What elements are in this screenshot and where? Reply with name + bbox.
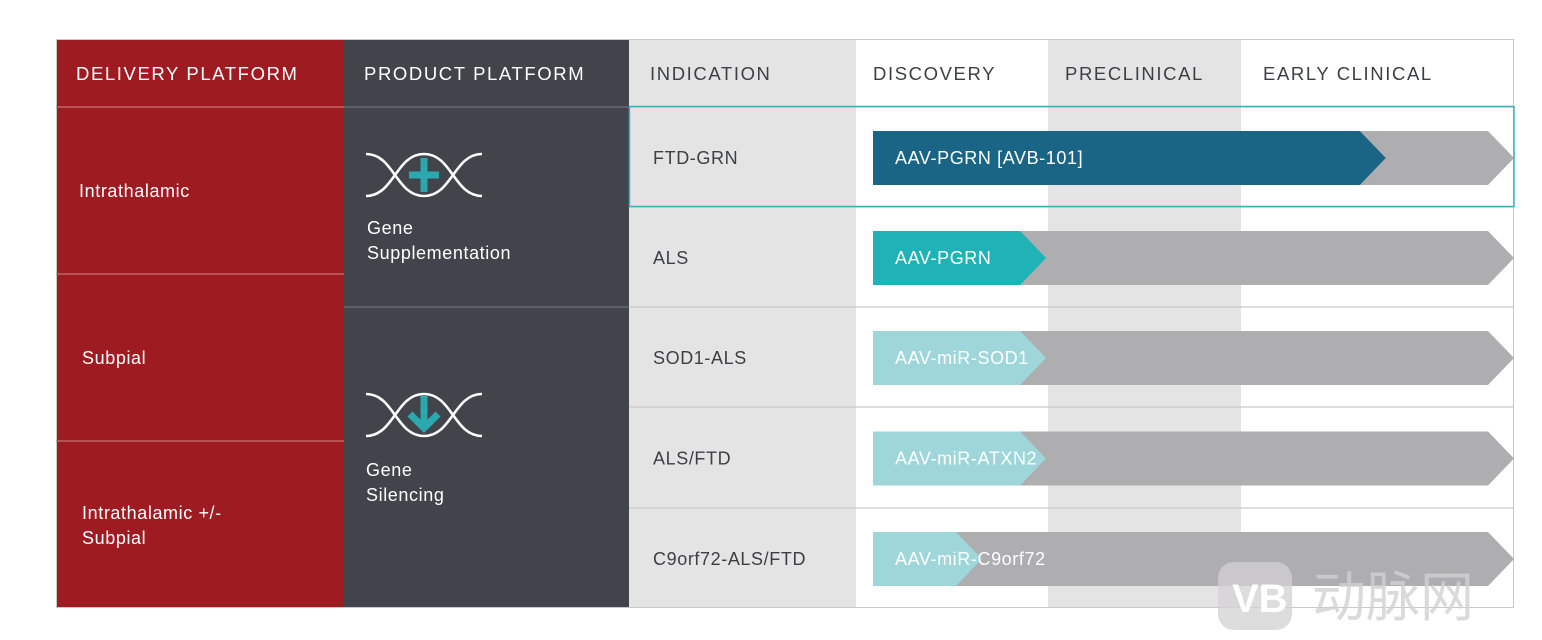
early-clinical-band (1241, 39, 1514, 608)
header-delivery-platform: DELIVERY PLATFORM (76, 63, 299, 84)
preclinical-band (1048, 39, 1241, 608)
track-arrow-4 (873, 532, 1514, 586)
program-label-0: AAV-PGRN [AVB-101] (895, 148, 1083, 168)
highlight-row-border (628, 105, 1515, 208)
program-label-2: AAV-miR-SOD1 (895, 348, 1029, 368)
dna-plus-icon (365, 152, 483, 198)
header-stage-preclinical: PRECLINICAL (1065, 63, 1204, 84)
delivery-platform-column (56, 39, 344, 608)
indication-label-2: SOD1-ALS (653, 348, 747, 368)
product-platform-gene-silencing-line1: Gene (366, 460, 412, 480)
header-indication: INDICATION (650, 63, 772, 84)
product-platform-gene-supplementation-line2: Supplementation (367, 243, 511, 263)
progress-bar-0 (873, 131, 1386, 185)
delivery-platform-subpial: Subpial (82, 348, 146, 368)
progress-bar-1 (873, 231, 1047, 285)
indication-label-4: C9orf72-ALS/FTD (653, 549, 806, 569)
track-arrow-2 (873, 331, 1514, 385)
indication-label-1: ALS (653, 248, 689, 268)
header-stage-discovery: DISCOVERY (873, 63, 996, 84)
program-label-3: AAV-miR-ATXN2 (895, 449, 1037, 469)
product-platform-gene-supplementation-line1: Gene (367, 218, 413, 238)
discovery-band (856, 39, 1048, 608)
watermark-text: 动脉网 (1312, 566, 1474, 629)
track-arrow-3 (873, 431, 1514, 486)
svg-text:VB: VB (1232, 577, 1288, 621)
track-arrow-1 (873, 231, 1514, 285)
indication-column (629, 39, 856, 608)
dna-down-arrow-icon (365, 392, 483, 438)
progress-bar-3 (873, 431, 1047, 486)
progress-bar-4 (873, 532, 982, 586)
program-label-1: AAV-PGRN (895, 248, 992, 268)
delivery-platform-intrathalamic: Intrathalamic (79, 181, 190, 201)
product-platform-gene-silencing-line2: Silencing (366, 485, 444, 505)
delivery-separators (56, 106, 344, 442)
header-product-platform: PRODUCT PLATFORM (364, 63, 585, 84)
header-stage-early-clinical: EARLY CLINICAL (1263, 63, 1433, 84)
program-label-4: AAV-miR-C9orf72 (895, 549, 1046, 569)
product-platform-column (344, 39, 629, 608)
product-separators (344, 106, 629, 308)
progress-bar-2 (873, 331, 1047, 385)
indication-label-3: ALS/FTD (653, 449, 731, 469)
table-border (56, 39, 1514, 608)
indication-label-0: FTD-GRN (653, 148, 738, 168)
pipeline-rows: FTD-GRN AAV-PGRN [AVB-101] ALS AAV-PGRN SOD1… (628, 105, 1515, 586)
delivery-platform-intrathalamic-subpial: Intrathalamic +/-Subpial (82, 503, 222, 548)
watermark-logo: VB 动脉网 (1218, 562, 1474, 630)
